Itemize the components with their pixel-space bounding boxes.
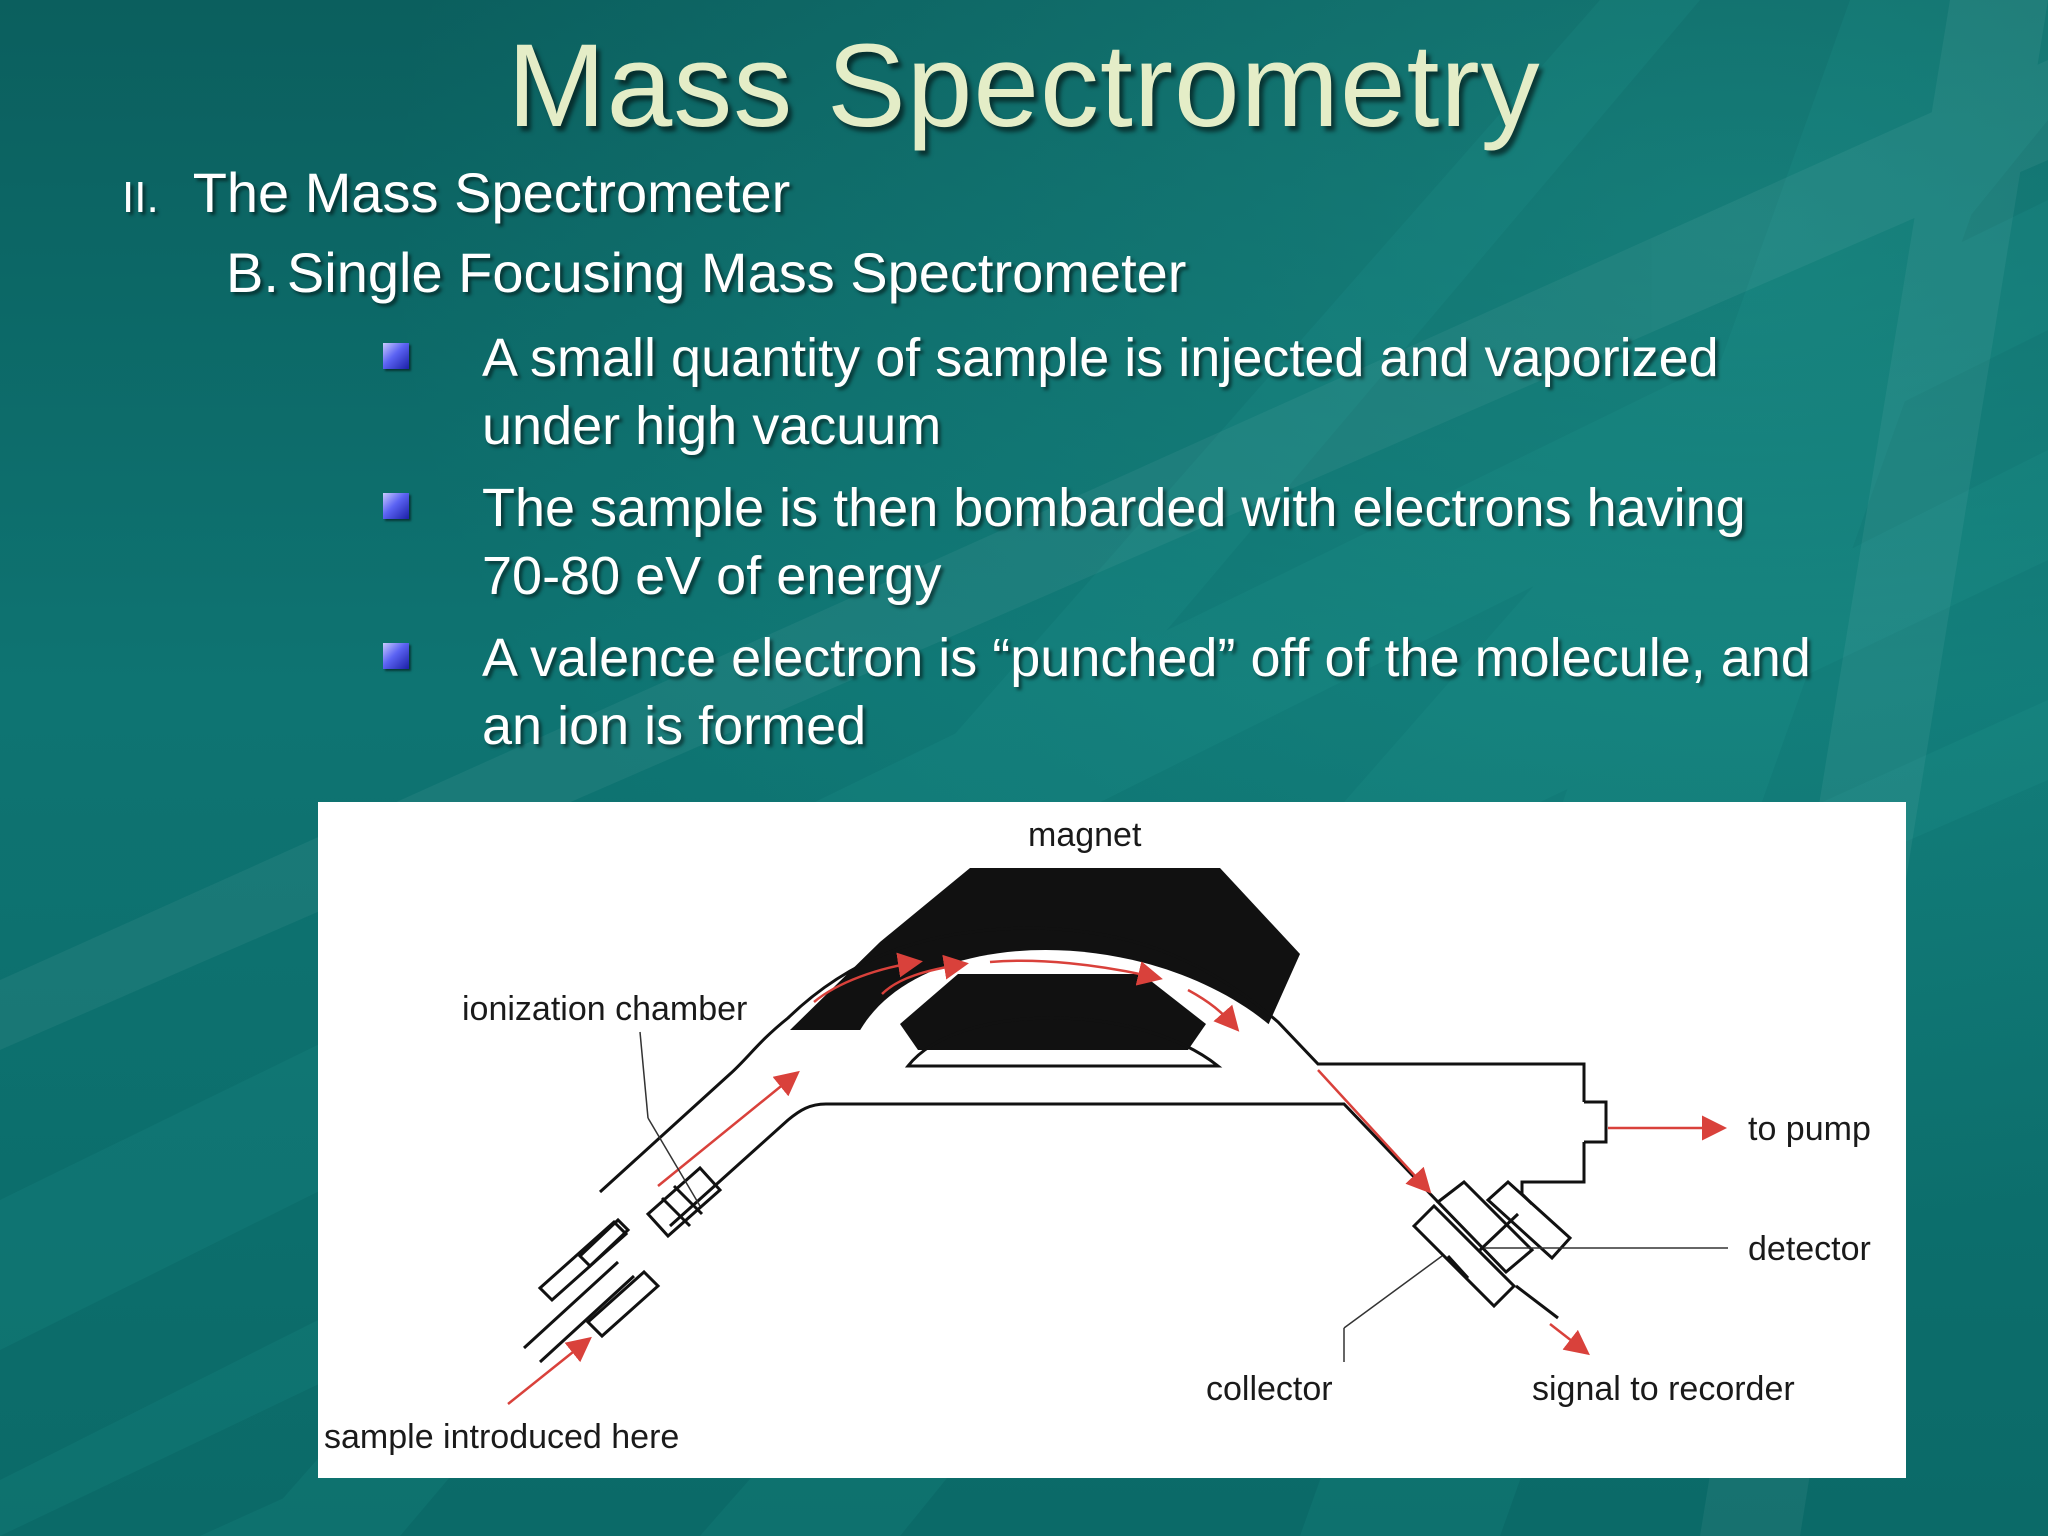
bullet-line: under high vacuum [482,396,942,456]
mass-spectrometer-diagram: magnet ionization chamber to pump detect… [318,802,1906,1478]
label-to-pump: to pump [1748,1110,1871,1148]
bullet-item-3: A valence electron is “punched” off of t… [482,624,1982,760]
label-sample-introduced: sample introduced here [324,1418,679,1456]
detector-assembly [1411,1179,1573,1320]
leader-lines [639,1031,1728,1362]
pump-port [1584,1100,1608,1144]
magnet-core [900,974,1206,1050]
tube-inner-arc [904,1016,1223,1068]
label-detector: detector [1748,1230,1871,1268]
section-heading: II. The Mass Spectrometer [122,160,790,225]
bullet-line: 70-80 eV of energy [482,546,942,606]
tube-wall-upper-right [1520,1142,1586,1206]
bullet-line: A small quantity of sample is injected a… [482,328,1719,388]
tube-wall-bottom [668,1102,1440,1228]
label-ionization-chamber: ionization chamber [462,990,747,1028]
tube-wall-top [598,926,1586,1194]
label-magnet: magnet [1028,816,1142,854]
bullet-item-1: A small quantity of sample is injected a… [482,324,1982,460]
subsection-number: B. [226,241,279,304]
section-text: The Mass Spectrometer [192,161,791,224]
ion-path-arrows [507,952,1727,1405]
label-signal-to-recorder: signal to recorder [1532,1370,1795,1408]
bullet-marker-icon [383,493,409,519]
bullet-line: The sample is then bombarded with electr… [482,478,1746,538]
bullet-marker-icon [383,643,409,669]
subsection-text: Single Focusing Mass Spectrometer [286,241,1187,304]
bullet-line: an ion is formed [482,696,867,756]
bullet-item-2: The sample is then bombarded with electr… [482,474,1982,610]
slide-title: Mass Spectrometry [507,20,1541,152]
bullet-line: A valence electron is “punched” off of t… [482,628,1811,688]
subsection-heading: B.Single Focusing Mass Spectrometer [226,240,1186,305]
bullet-marker-icon [383,343,409,369]
label-collector: collector [1206,1370,1333,1408]
sample-inlet [522,1165,723,1364]
section-number: II. [122,173,159,222]
